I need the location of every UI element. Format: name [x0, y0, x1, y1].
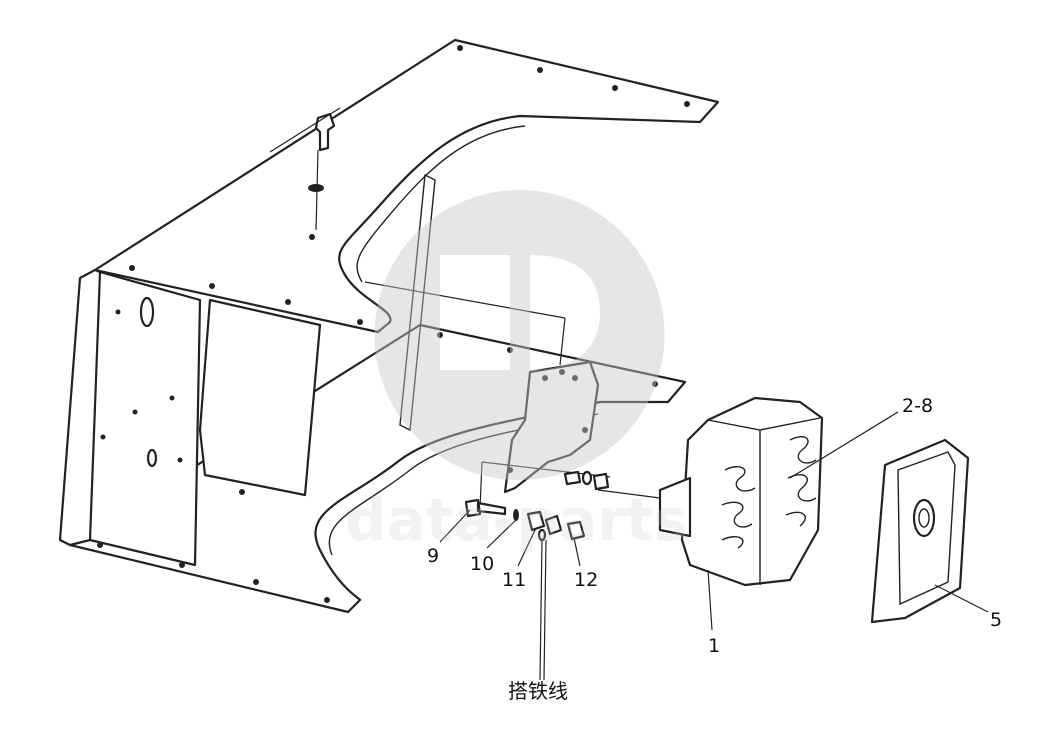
fastener-axis-ext — [597, 489, 661, 499]
watermark-text: data-parts — [345, 486, 688, 554]
frame-side-face — [88, 270, 202, 567]
bottom-hole — [97, 542, 103, 548]
housing-slots — [721, 436, 817, 549]
cover-part-5 — [870, 438, 970, 624]
mount-axis-line — [364, 281, 566, 319]
bracket-hole — [559, 369, 565, 375]
side-hole — [177, 457, 183, 463]
leader-2-8 — [789, 411, 899, 479]
bottom-hole — [324, 597, 330, 603]
rear-fasteners — [563, 470, 610, 491]
side-hole — [169, 395, 175, 401]
bottom-hole — [179, 562, 185, 568]
top-bolt-axis-vertical — [315, 149, 319, 231]
leader-11 — [517, 527, 537, 567]
bottom-hole — [253, 579, 259, 585]
bottom-hole — [437, 332, 443, 338]
bottom-hole — [239, 489, 245, 495]
mount-axis-line-2 — [559, 317, 566, 366]
leader-10 — [486, 519, 517, 549]
rear-bolt — [563, 470, 582, 486]
leader-9 — [439, 509, 471, 543]
cover-knob-inner — [918, 508, 930, 528]
cover-knob — [912, 498, 936, 538]
side-hole-large — [139, 296, 155, 328]
frame-inner-post — [399, 173, 436, 432]
side-hole — [132, 409, 138, 415]
top-hole — [537, 67, 543, 73]
watermark-logo — [374, 190, 665, 480]
bottom-hole — [507, 347, 513, 353]
top-bolt-assembly — [269, 107, 341, 231]
washer-10 — [513, 509, 519, 521]
rear-washer — [581, 470, 593, 486]
top-washer — [308, 184, 324, 192]
front-fasteners — [464, 498, 586, 542]
callout-10: 10 — [470, 553, 494, 575]
top-bolt-axis — [269, 107, 341, 153]
callout-ground-wire: 搭铁线 — [508, 679, 568, 703]
callout-5: 5 — [990, 609, 1002, 631]
leader-12 — [573, 537, 581, 567]
housing-part-1 — [658, 396, 824, 587]
bracket-hole — [572, 375, 578, 381]
bracket-hole — [542, 375, 548, 381]
frame-top-plate — [93, 38, 720, 334]
top-hole — [309, 234, 315, 240]
callout-11: 11 — [502, 569, 526, 591]
bracket-hole — [507, 467, 513, 473]
callout-1: 1 — [708, 635, 720, 657]
frame-inner-web — [198, 298, 322, 497]
rear-nut — [592, 472, 610, 491]
callout-2-8: 2-8 — [902, 395, 933, 417]
leader-1 — [707, 569, 713, 631]
fastener-axis-drop — [479, 461, 483, 509]
top-hole — [357, 319, 363, 325]
nut-11b — [544, 514, 563, 536]
leader-5 — [934, 584, 989, 613]
top-hole — [129, 265, 135, 271]
housing-inner-edge — [707, 417, 821, 585]
bolt-9 — [464, 498, 507, 518]
cover-inner-frame — [897, 451, 956, 606]
leader-ground-wire-2 — [543, 539, 547, 681]
top-bolt — [314, 112, 336, 152]
mount-bracket-plate — [503, 360, 600, 494]
bottom-hole — [652, 381, 658, 387]
nut-12 — [566, 520, 586, 541]
frame-top-flange — [356, 125, 526, 283]
top-hole — [209, 283, 215, 289]
top-hole — [684, 101, 690, 107]
callout-12: 12 — [574, 569, 598, 591]
callout-9: 9 — [427, 545, 439, 567]
side-hole — [100, 434, 106, 440]
top-hole — [457, 45, 463, 51]
leader-ground-wire — [539, 539, 543, 681]
mounting-bracket — [503, 360, 600, 494]
housing-flange — [658, 476, 692, 538]
side-hole-small — [146, 448, 158, 468]
housing-body — [680, 396, 824, 587]
top-hole — [285, 299, 291, 305]
side-hole — [115, 309, 121, 315]
nut-11a — [526, 510, 546, 532]
top-hole — [612, 85, 618, 91]
watermark: data-parts — [345, 190, 688, 554]
bracket-hole — [582, 427, 588, 433]
